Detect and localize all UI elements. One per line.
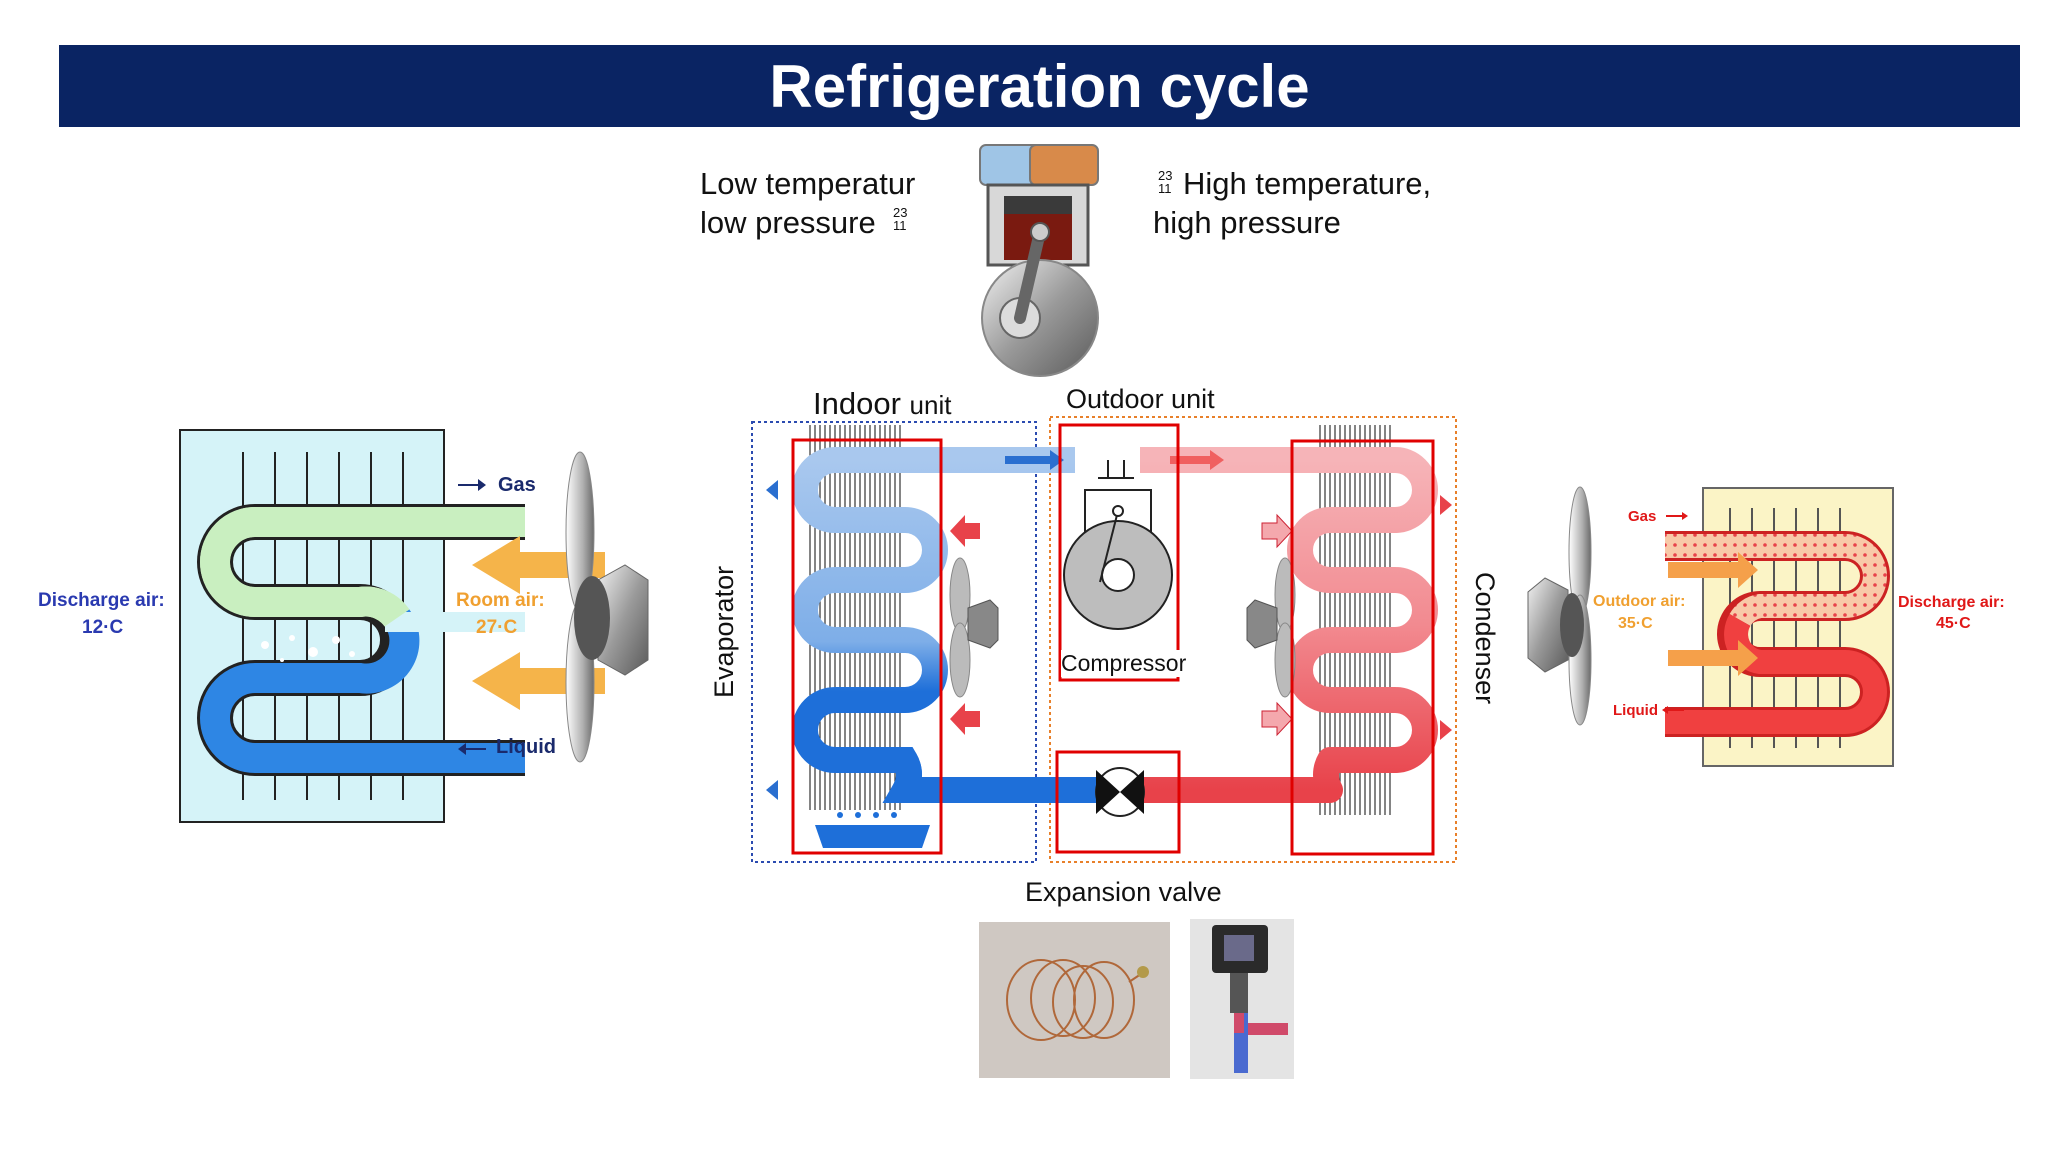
outdoor-unit-label: Outdoor unit (1066, 384, 1215, 414)
cond-liquid-label: Liquid (1613, 702, 1658, 719)
cond-discharge-air-temp: 45·C (1936, 615, 1971, 632)
indoor-unit-suffix: unit (909, 390, 952, 420)
expansion-valve-label: Expansion valve (1025, 877, 1222, 907)
outdoor-air-label: Outdoor air: (1593, 593, 1686, 610)
title-bar: Refrigeration cycle (59, 45, 2020, 127)
capillary-tube-photo (979, 922, 1170, 1078)
evaporator-label: Evaporator (709, 565, 739, 698)
low-temp-label-2: low pressure (700, 205, 876, 240)
room-air-label: Room air: (456, 590, 545, 611)
evap-gas-label: Gas (498, 474, 536, 496)
cycle-diagram (751, 416, 1457, 863)
low-temp-label-1: Low temperatur (700, 166, 916, 201)
high-temp-label-1: High temperature, (1183, 166, 1432, 201)
expansion-valve-photo (1190, 919, 1294, 1079)
evap-liquid-label: Liquid (496, 736, 556, 758)
cond-discharge-air-label: Discharge air: (1898, 594, 2005, 611)
condenser-detail (1527, 486, 1894, 767)
expansion-valve-image (1212, 925, 1288, 1073)
indoor-unit-word: Indoor (813, 386, 901, 421)
footnote-marker-right: 23 11 (1158, 168, 1173, 196)
condenser-label: Condenser (1470, 572, 1500, 705)
room-air-temp: 27·C (476, 617, 518, 638)
page-title: Refrigeration cycle (769, 52, 1310, 120)
cond-gas-label: Gas (1628, 508, 1657, 525)
evap-discharge-air-temp: 12·C (82, 617, 124, 638)
indoor-unit-label: Indoor unit (813, 386, 951, 422)
capillary-tube-image (1006, 959, 1149, 1041)
compressor-label: Compressor (1061, 650, 1187, 677)
evap-discharge-air-label: Discharge air: (38, 590, 165, 611)
footnote-marker-left: 23 11 (893, 205, 908, 233)
outdoor-air-temp: 35·C (1618, 615, 1653, 632)
compressor-illustration (979, 144, 1099, 377)
high-temp-label-2: high pressure (1153, 205, 1341, 240)
evaporator-detail (179, 429, 649, 823)
